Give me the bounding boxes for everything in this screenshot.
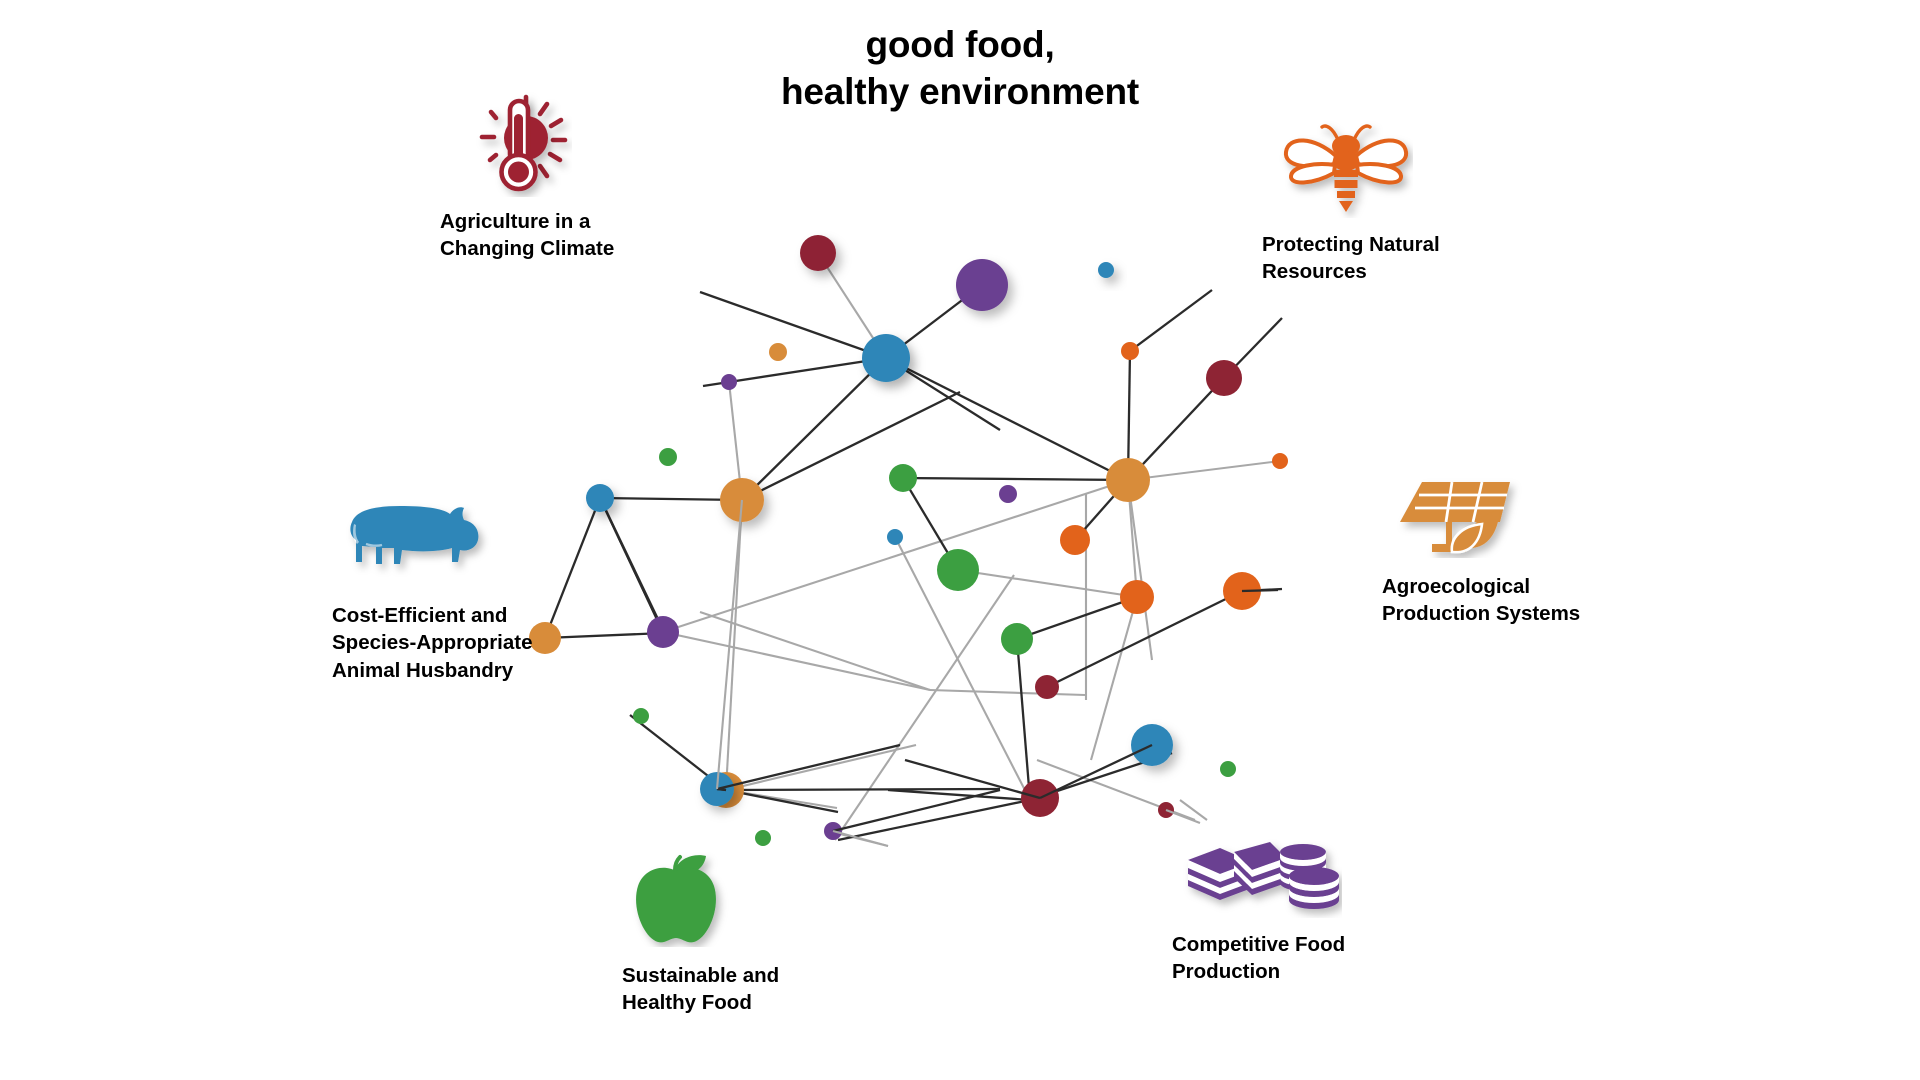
topic-agroecological-production-systems[interactable]: Agroecological Production Systems	[1382, 478, 1652, 628]
network-node	[887, 529, 903, 545]
network-node	[1106, 458, 1150, 502]
topic-competitive-food-production[interactable]: Competitive Food Production	[1172, 838, 1462, 986]
network-node	[633, 708, 649, 724]
topic-label: Agriculture in a Changing Climate	[440, 210, 615, 261]
network-node	[1098, 262, 1114, 278]
network-node	[647, 616, 679, 648]
network-node	[529, 622, 561, 654]
topic-label: Competitive Food Production	[1172, 933, 1346, 984]
topic-agriculture-changing-climate[interactable]: Agriculture in a Changing Climate	[440, 92, 700, 263]
network-node	[937, 549, 979, 591]
network-node	[755, 830, 771, 846]
network-node	[1272, 453, 1288, 469]
network-node	[769, 343, 787, 361]
network-node	[586, 484, 614, 512]
network-node	[956, 259, 1008, 311]
network-node	[1120, 580, 1154, 614]
topic-label: Sustainable and Healthy Food	[622, 964, 780, 1015]
network-nodes	[529, 235, 1288, 846]
topic-label: Agroecological Production Systems	[1382, 575, 1581, 626]
network-node	[862, 334, 910, 382]
topic-cost-efficient-animal-husbandry[interactable]: Cost-Efficient and Species-Appropriate A…	[332, 500, 602, 684]
cow-icon	[342, 500, 602, 590]
network-node	[721, 374, 737, 390]
thermometer-sun-icon	[462, 92, 700, 202]
apple-icon	[626, 852, 902, 952]
network-edges-dark	[543, 284, 1283, 842]
network-node	[1001, 623, 1033, 655]
bee-icon	[1278, 118, 1562, 223]
network-node	[1206, 360, 1242, 396]
money-coins-icon	[1182, 838, 1462, 923]
network-node	[889, 464, 917, 492]
network-edges-light	[662, 252, 1281, 848]
topic-protecting-natural-resources[interactable]: Protecting Natural Resources	[1262, 118, 1562, 286]
solar-panel-leaf-icon	[1392, 478, 1652, 563]
network-node	[800, 235, 836, 271]
topic-sustainable-healthy-food[interactable]: Sustainable and Healthy Food	[622, 852, 902, 1017]
network-node	[999, 485, 1017, 503]
network-node	[659, 448, 677, 466]
network-node	[1060, 525, 1090, 555]
network-node	[1035, 675, 1059, 699]
network-node	[1220, 761, 1236, 777]
topic-label: Cost-Efficient and Species-Appropriate A…	[332, 604, 533, 682]
network-edges-extra	[715, 499, 1279, 848]
topic-label: Protecting Natural Resources	[1262, 233, 1440, 284]
network-node	[1121, 342, 1139, 360]
